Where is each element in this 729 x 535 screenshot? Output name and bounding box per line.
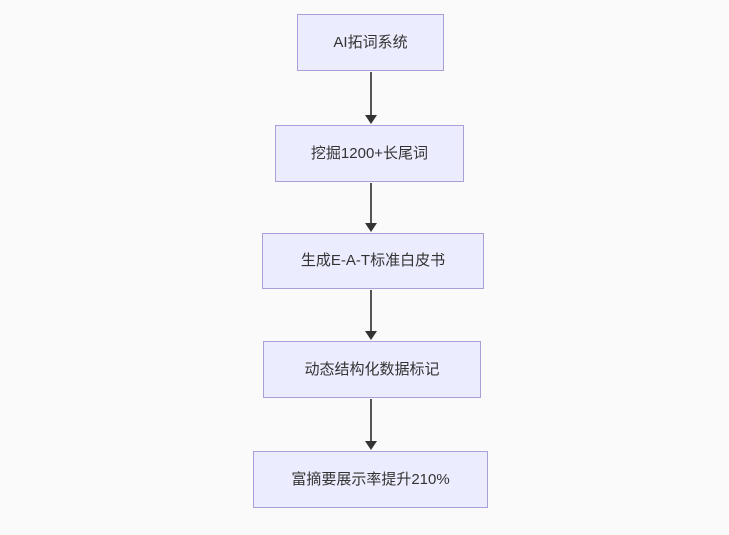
arrow-down-icon — [365, 115, 377, 124]
flow-node-label: 生成E-A-T标准白皮书 — [300, 252, 446, 269]
flow-node-label: 富摘要展示率提升210% — [291, 470, 450, 488]
arrow-line — [370, 72, 372, 117]
flow-node-longtail-mining: 挖掘1200+长尾词 — [275, 125, 464, 182]
arrow-line — [370, 183, 372, 225]
flow-edge-1 — [365, 72, 377, 124]
flow-edge-4 — [365, 399, 377, 450]
flow-node-label: 动态结构化数据标记 — [304, 360, 440, 378]
flow-node-eat-whitepaper: 生成E-A-T标准白皮书 — [262, 233, 484, 289]
flow-node-label: AI拓词系统 — [333, 33, 408, 51]
flow-node-rich-snippet-uplift: 富摘要展示率提升210% — [253, 451, 488, 508]
arrow-down-icon — [365, 441, 377, 450]
flow-edge-2 — [365, 183, 377, 232]
flow-node-label: 挖掘1200+长尾词 — [310, 144, 429, 162]
arrow-line — [370, 399, 372, 443]
arrow-line — [370, 290, 372, 333]
flow-node-structured-data-markup: 动态结构化数据标记 — [263, 341, 481, 398]
flow-node-ai-keyword-system: AI拓词系统 — [297, 14, 444, 71]
flow-edge-3 — [365, 290, 377, 340]
arrow-down-icon — [365, 331, 377, 340]
arrow-down-icon — [365, 223, 377, 232]
